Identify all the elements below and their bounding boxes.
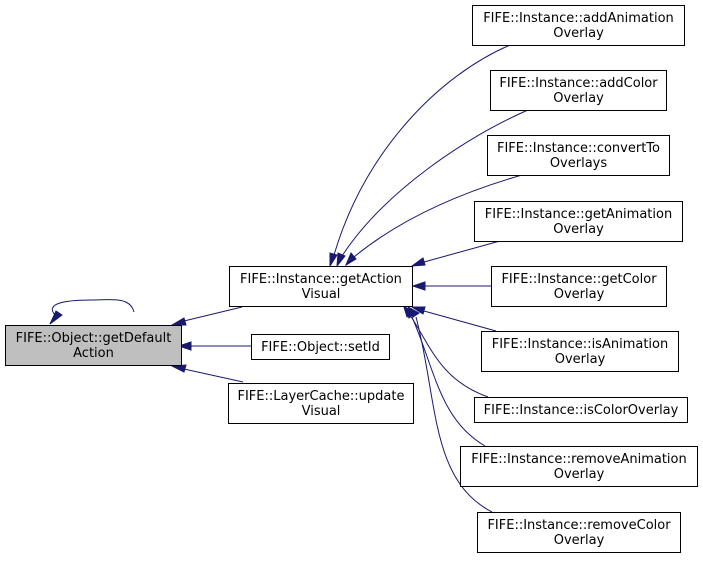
node-setId[interactable]: FIFE::Object::setId <box>251 334 390 360</box>
node-label-line: FIFE::Instance::getColor <box>501 272 657 287</box>
arrowhead-icon <box>411 281 426 291</box>
arrowhead-icon <box>170 317 187 326</box>
node-label-line: FIFE::Instance::addAnimation <box>483 11 674 26</box>
node-box <box>490 70 667 111</box>
arrowhead-icon <box>49 310 63 325</box>
node-isColorOverlay[interactable]: FIFE::Instance::isColorOverlay <box>474 397 688 423</box>
edge-root-to-root <box>49 299 135 325</box>
edge-addColorOverlay-to-getActionVisual <box>336 109 529 268</box>
node-box <box>474 201 683 242</box>
arrowhead-icon <box>170 364 187 373</box>
node-box <box>229 266 413 307</box>
edge-getAnimationOverlay-to-getActionVisual <box>410 240 501 267</box>
node-label-line: Overlay <box>554 467 605 482</box>
node-label-line: Overlays <box>550 156 608 171</box>
node-label-line: Visual <box>302 404 341 419</box>
edge-removeColorOverlay-to-getActionVisual <box>406 305 493 513</box>
edge-setId-to-root <box>177 341 251 351</box>
node-label-line: FIFE::Instance::getAction <box>240 272 402 287</box>
nodes-layer: FIFE::Object::getDefaultActionFIFE::Inst… <box>5 5 698 553</box>
edge-isAnimationOverlay-to-getActionVisual <box>410 306 497 332</box>
node-box <box>477 512 681 553</box>
edge-addAnimationOverlay-to-getActionVisual <box>329 44 511 268</box>
node-box <box>487 135 670 176</box>
node-label-line: FIFE::Object::getDefault <box>16 331 172 346</box>
node-label-line: Overlay <box>555 352 606 367</box>
arrowhead-icon <box>410 306 426 315</box>
edge-getActionVisual-to-root <box>170 306 243 326</box>
edge-convertToOverlays-to-getActionVisual <box>344 174 523 267</box>
node-label-line: FIFE::Instance::addColor <box>499 76 658 91</box>
edge-line <box>415 316 493 513</box>
node-label-line: Overlay <box>553 91 604 106</box>
arrowhead-icon <box>344 252 357 267</box>
node-label-line: FIFE::Instance::removeAnimation <box>471 452 686 467</box>
edge-line <box>409 314 489 398</box>
node-box <box>472 5 685 46</box>
edge-line <box>423 240 501 263</box>
node-label-line: FIFE::LayerCache::update <box>237 389 404 404</box>
edge-updateVisual-to-root <box>170 364 244 383</box>
edge-removeAnimationOverlay-to-getActionVisual <box>404 305 486 447</box>
node-label-line: FIFE::Instance::convertTo <box>497 141 660 156</box>
edge-line <box>51 299 135 319</box>
node-label-line: Overlay <box>553 26 604 41</box>
node-label-line: Overlay <box>554 533 605 548</box>
edge-line <box>423 310 497 332</box>
node-box <box>481 331 679 372</box>
edge-line <box>183 306 243 322</box>
node-box <box>5 325 182 366</box>
node-box <box>491 266 667 307</box>
arrowhead-icon <box>177 341 192 351</box>
arrowhead-icon <box>410 257 426 267</box>
node-label-line: Action <box>73 346 114 361</box>
edge-line <box>411 316 486 447</box>
node-label-line: FIFE::Instance::isColorOverlay <box>484 403 679 418</box>
node-box <box>251 334 390 360</box>
node-label-line: Visual <box>302 287 341 302</box>
node-label-line: FIFE::Instance::getAnimation <box>485 207 672 222</box>
node-label-line: FIFE::Instance::removeColor <box>487 518 671 533</box>
node-box <box>460 446 698 487</box>
arrowhead-icon <box>406 305 420 318</box>
edges-layer <box>49 44 529 513</box>
node-box <box>228 383 414 424</box>
edge-line <box>341 109 529 257</box>
node-box <box>474 397 688 423</box>
edge-line <box>333 44 511 256</box>
edge-getColorOverlay-to-getActionVisual <box>411 281 491 291</box>
node-label-line: Overlay <box>554 287 605 302</box>
edge-line <box>353 174 523 258</box>
node-label-line: Overlay <box>553 222 604 237</box>
arrowhead-icon <box>336 252 346 268</box>
node-label-line: FIFE::Instance::isAnimation <box>492 337 668 352</box>
node-label-line: FIFE::Object::setId <box>261 340 380 355</box>
edge-line <box>183 368 244 383</box>
arrowhead-icon <box>329 252 338 268</box>
